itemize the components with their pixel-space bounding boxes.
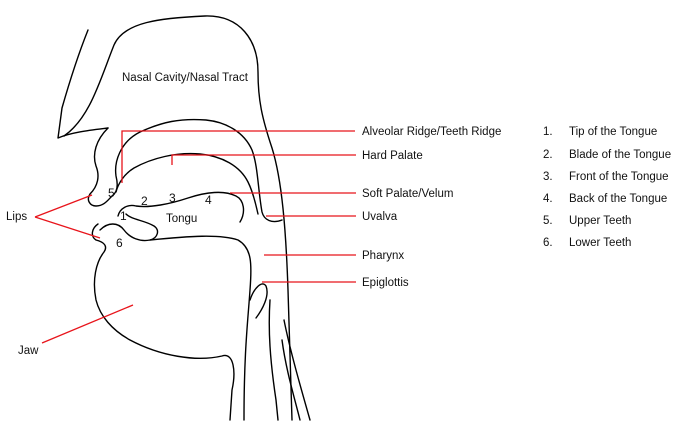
legend-text: Front of the Tongue [569, 171, 669, 183]
legend-num: 6. [543, 237, 553, 249]
marker-front: 3 [169, 191, 176, 205]
legend-num: 2. [543, 149, 553, 161]
legend-num: 3. [543, 171, 553, 183]
throat-back-outline [269, 300, 278, 420]
lower-teeth-outline [100, 214, 157, 241]
pharynx-front-outline [150, 236, 251, 420]
uvula-label: Uvalva [362, 211, 398, 223]
hard-palate-label: Hard Palate [362, 150, 423, 162]
marker-blade: 2 [141, 194, 148, 208]
lips-label: Lips [6, 211, 27, 223]
legend-num: 1. [543, 126, 553, 138]
legend-text: Tip of the Tongue [569, 126, 657, 138]
lower-lip-outline [92, 224, 233, 420]
legend-num: 4. [543, 193, 553, 205]
legend-num: 5. [543, 215, 553, 227]
upper-lip-outline [88, 120, 282, 222]
jaw-leader [42, 305, 133, 343]
nasal-cavity-label: Nasal Cavity/Nasal Tract [122, 72, 249, 84]
alveolar-ridge-label: Alveolar Ridge/Teeth Ridge [362, 126, 501, 138]
lips-leader-upper [35, 195, 92, 217]
legend-text: Upper Teeth [569, 215, 631, 227]
legend-text: Back of the Tongue [569, 193, 667, 205]
legend: 1. Tip of the Tongue 2. Blade of the Ton… [543, 126, 671, 249]
pharynx-label: Pharynx [362, 250, 404, 262]
marker-back: 4 [205, 193, 212, 207]
soft-palate-label: Soft Palate/Velum [362, 188, 453, 200]
tongue-label: Tongu [166, 213, 197, 225]
marker-upper-teeth: 5 [108, 186, 115, 200]
marker-lower-teeth: 6 [116, 236, 123, 250]
legend-text: Lower Teeth [569, 237, 631, 249]
legend-text: Blade of the Tongue [569, 149, 671, 161]
epiglottis-outline [250, 284, 267, 318]
hard-palate-leader [172, 155, 356, 165]
marker-tip: 1 [120, 209, 127, 223]
palate-outline [116, 154, 258, 214]
lips-leader-lower [35, 217, 100, 238]
epiglottis-label: Epiglottis [362, 277, 409, 289]
alveolar-ridge-leader [122, 131, 355, 183]
nose-outline [58, 30, 108, 138]
jaw-label: Jaw [18, 345, 39, 357]
